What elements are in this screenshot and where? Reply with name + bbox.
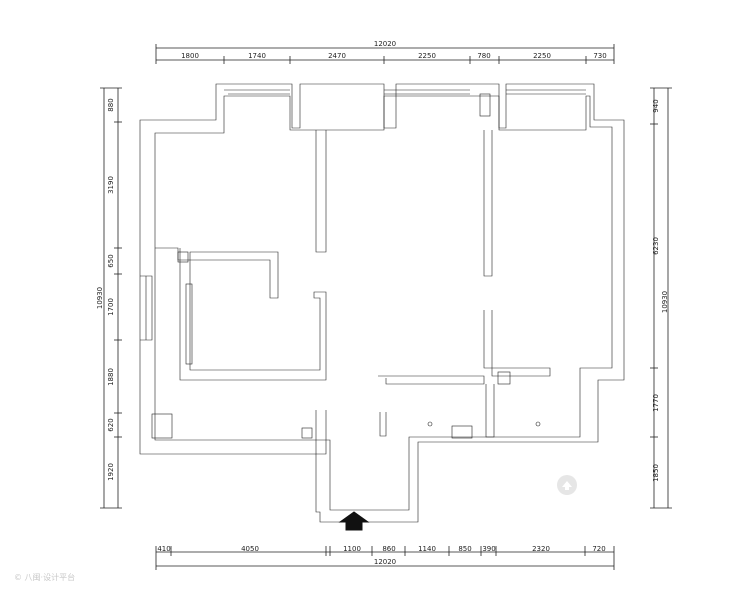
left-dim-4: 1700	[107, 298, 115, 316]
left-dim-2: 3190	[107, 176, 115, 194]
left-dim-7: 1920	[107, 463, 115, 481]
left-dim-6: 620	[107, 418, 115, 431]
bottom-dim-5: 1140	[418, 545, 436, 553]
bottom-dim-6: 850	[458, 545, 471, 553]
top-dim-7: 730	[593, 52, 606, 60]
top-dim-4: 2250	[418, 52, 436, 60]
column-top	[479, 93, 491, 117]
left-overall-dimension: 10930	[96, 287, 104, 309]
exterior-walls	[139, 83, 625, 523]
fixture-left-corner	[301, 427, 313, 439]
bottom-dim-3: 1100	[343, 545, 361, 553]
right-dim-1: 940	[652, 99, 660, 112]
study-sliding-door	[185, 283, 193, 365]
right-dim-3: 1770	[652, 394, 660, 412]
bottom-dim-4: 860	[382, 545, 395, 553]
top-dim-5: 780	[477, 52, 490, 60]
entrance-arrow-icon	[338, 511, 370, 531]
watermark-text: © 八闽·设计平台	[14, 573, 76, 582]
right-dimension-chain: 940 6230 1770 1850 10930	[650, 87, 672, 509]
bath-drain	[535, 421, 541, 427]
left-dim-1: 880	[107, 98, 115, 111]
right-overall-dimension: 10930	[661, 291, 669, 313]
bottom-dim-2: 4050	[241, 545, 259, 553]
left-dimension-chain: 10930 880 3190 650 1700 1880 620 1920	[96, 87, 122, 509]
right-dim-2: 6230	[652, 237, 660, 255]
left-dim-5: 1880	[107, 368, 115, 386]
right-dim-4: 1850	[652, 464, 660, 482]
watermark-logo-icon	[556, 474, 578, 496]
bottom-dim-8: 2320	[532, 545, 550, 553]
top-overall-dimension: 12020	[374, 40, 396, 48]
top-dim-6: 2250	[533, 52, 551, 60]
top-dim-2: 1740	[248, 52, 266, 60]
top-dim-3: 2470	[328, 52, 346, 60]
left-dim-3: 650	[107, 254, 115, 267]
bottom-dim-1: 410	[157, 545, 170, 553]
interior-walls	[140, 130, 551, 455]
bottom-dim-7: 390	[482, 545, 495, 553]
top-dimension-chain: 12020 1800 1740 2470 2250 780 2250 730	[155, 40, 615, 64]
fixture-bath-corner	[497, 371, 511, 385]
bottom-dim-9: 720	[592, 545, 605, 553]
top-dim-1: 1800	[181, 52, 199, 60]
bottom-dimension-chain: 410 4050 1100 860 1140 850 390 2320 720 …	[155, 545, 615, 570]
bottom-overall-dimension: 12020	[374, 558, 396, 566]
kitchen-sink	[451, 425, 473, 439]
fixture-toilet-left	[151, 413, 173, 439]
kitchen-drain	[427, 421, 433, 427]
fixture-study-corner	[177, 251, 189, 263]
